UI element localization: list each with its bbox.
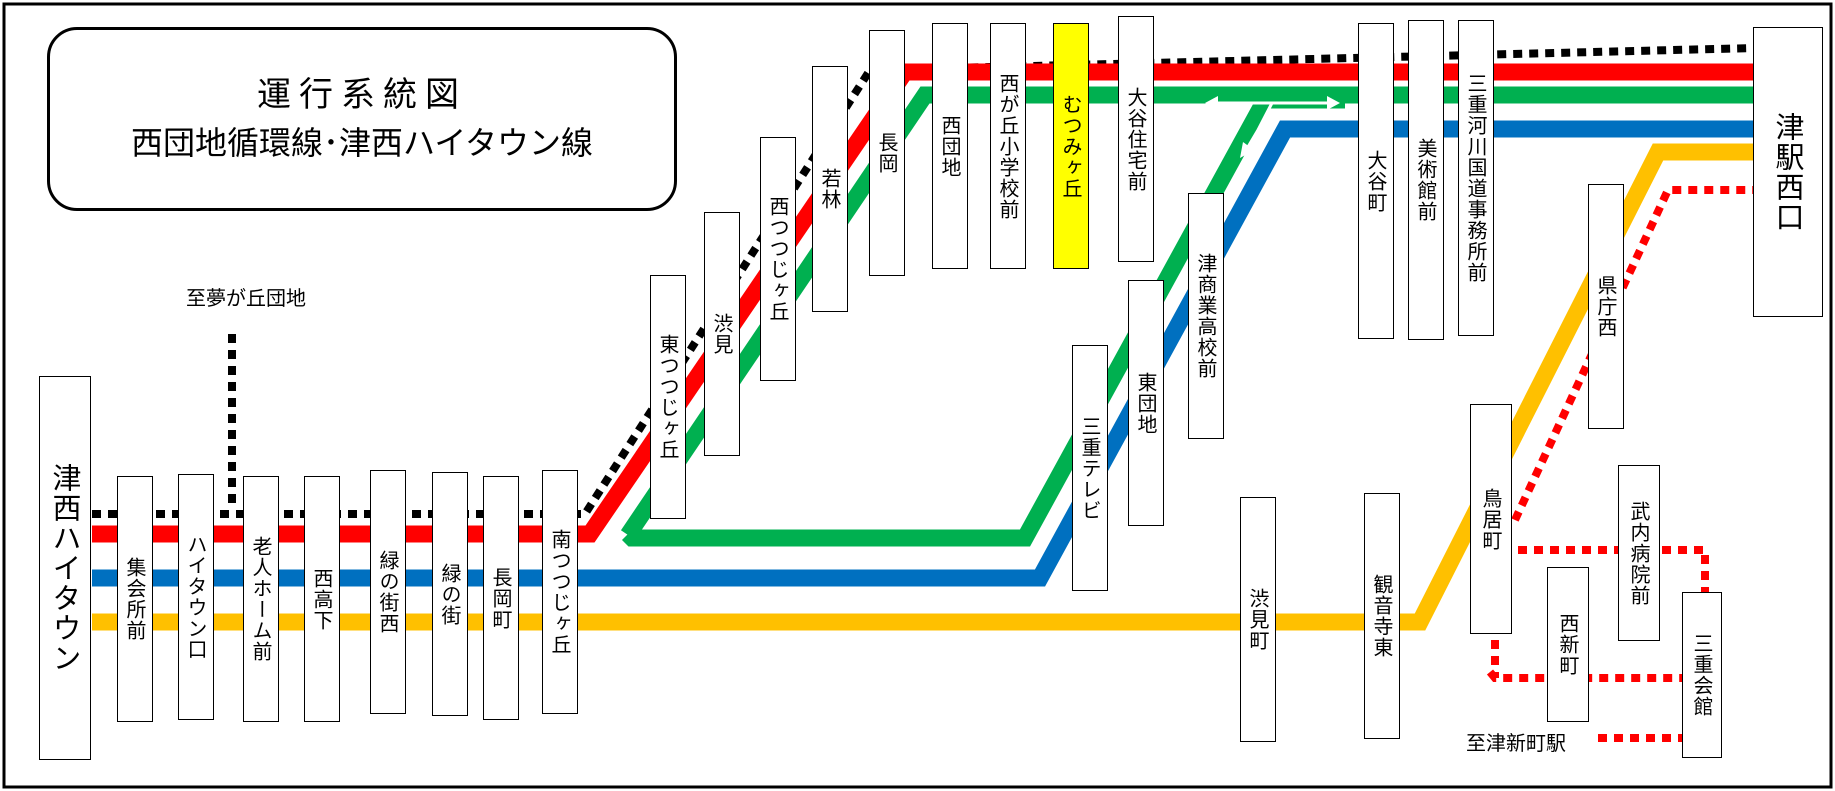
route-line-red (92, 63, 1755, 543)
station-kannonji-higashi[interactable]: 観音寺東 (1364, 493, 1400, 739)
station-shibumi[interactable]: 渋見 (704, 212, 740, 456)
station-shukaisho-mae[interactable]: 集会所前 (117, 476, 153, 722)
note-to-tsu-shinmachi: 至津新町駅 (1466, 731, 1566, 755)
route-line-red-dotted (1486, 186, 1755, 742)
station-mie-terebi[interactable]: 三重テレビ (1072, 345, 1108, 591)
station-nagaoka[interactable]: 長岡 (869, 30, 905, 276)
station-higashi-tsutsujigaoka[interactable]: 東つつじヶ丘 (650, 275, 686, 519)
diagram-title: 運行系統図 (257, 75, 467, 115)
station-hightown-guchi[interactable]: ハイタウン口 (178, 474, 214, 720)
station-shibumi-cho[interactable]: 渋見町 (1240, 497, 1276, 742)
station-otani-jutaku-mae[interactable]: 大谷住宅前 (1118, 16, 1154, 262)
station-takeuchi-byoin-mae[interactable]: 武内病院前 (1618, 465, 1660, 641)
station-tsu-shogyo-koko-mae[interactable]: 津商業高校前 (1188, 193, 1224, 439)
station-tsunishi-hightown[interactable]: 津西ハイタウン (39, 376, 91, 760)
station-nishi-takashita[interactable]: 西高下 (304, 476, 340, 722)
station-mie-kaikan[interactable]: 三重会館 (1682, 592, 1722, 758)
station-rojin-home-mae[interactable]: 老人ホーム前 (243, 476, 279, 722)
station-nagaoka-cho[interactable]: 長岡町 (483, 476, 519, 720)
station-mutsumigaoka-highlighted[interactable]: むつみヶ丘 (1053, 23, 1089, 269)
station-nishigaoka-shogakko-mae[interactable]: 西が丘小学校前 (990, 23, 1026, 269)
station-nishi-tsutsujigaoka[interactable]: 西つつじヶ丘 (760, 137, 796, 381)
station-higashi-danchi[interactable]: 東団地 (1128, 280, 1164, 526)
station-midori-no-machi-nishi[interactable]: 緑の街西 (370, 470, 406, 714)
station-tsu-eki-nishiguchi[interactable]: 津駅西口 (1753, 27, 1823, 317)
station-midori-no-machi[interactable]: 緑の街 (432, 472, 468, 716)
station-bijutsukan-mae[interactable]: 美術館前 (1408, 20, 1444, 340)
station-nishi-danchi[interactable]: 西団地 (932, 23, 968, 269)
route-line-yellow (92, 143, 1755, 631)
station-torii-cho[interactable]: 鳥居町 (1470, 404, 1512, 634)
station-mie-kasen-kokudo-jimusho-mae[interactable]: 三重河川国道事務所前 (1458, 20, 1494, 336)
station-minami-tsutsujigaoka[interactable]: 南つつじヶ丘 (542, 470, 578, 714)
diagram-subtitle: 西団地循環線･津西ハイタウン線 (130, 124, 594, 162)
station-nishi-shinmachi[interactable]: 西新町 (1547, 567, 1589, 722)
station-wakabayashi[interactable]: 若林 (812, 66, 848, 312)
station-otani-cho[interactable]: 大谷町 (1358, 23, 1394, 339)
diagram-title-box: 運行系統図 西団地循環線･津西ハイタウン線 (47, 27, 677, 211)
note-to-yumegaoka: 至夢が丘団地 (186, 286, 306, 310)
station-kencho-nishi[interactable]: 県庁西 (1588, 184, 1624, 429)
direction-arrows (1205, 96, 1340, 158)
